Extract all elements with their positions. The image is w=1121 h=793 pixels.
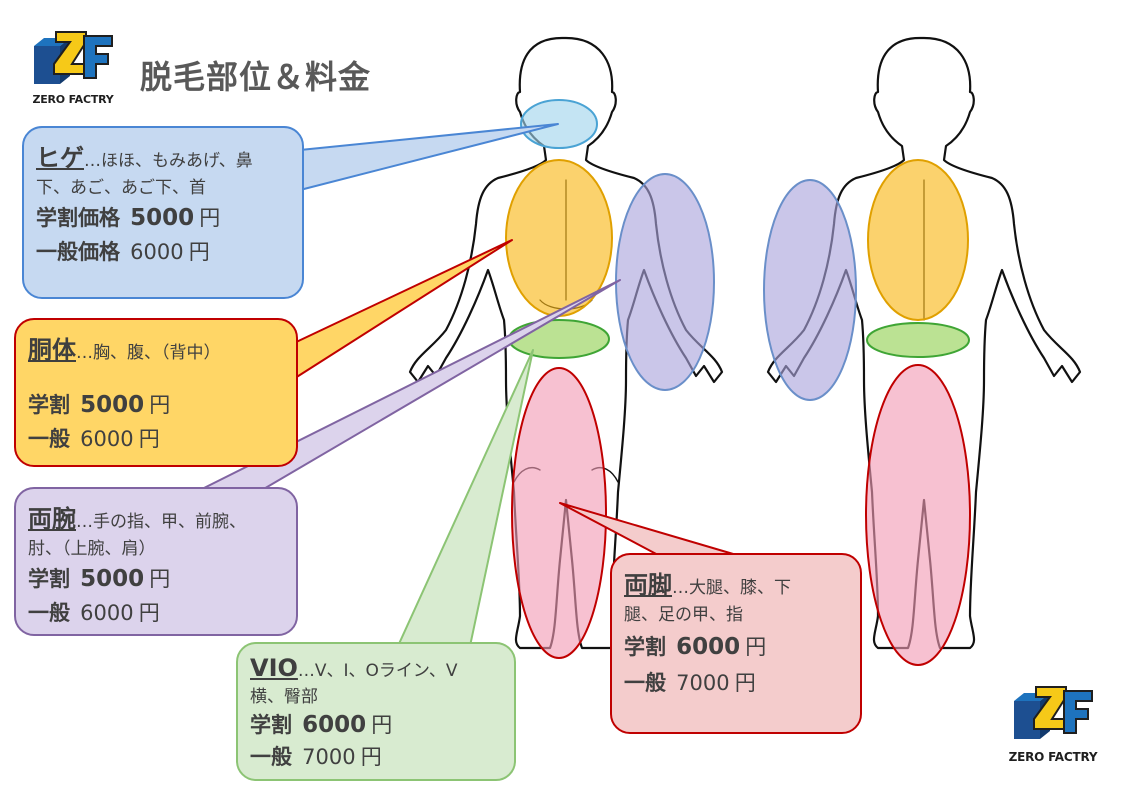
zone-legs-back — [865, 364, 971, 666]
area-desc: …大腿、膝、下 — [672, 578, 791, 598]
zf-logo-icon — [34, 31, 113, 84]
yen-unit: 円 — [745, 635, 767, 659]
zone-arm-back — [763, 179, 857, 401]
student-label: 学割 — [28, 393, 70, 417]
yen-unit: 円 — [149, 393, 171, 417]
brand-logo-bottom: ZERO FACTRY — [1000, 680, 1106, 764]
general-price: 6000 — [80, 601, 134, 625]
zone-vio-back — [866, 322, 970, 358]
treatment-zones — [505, 99, 971, 666]
student-price: 6000 — [676, 634, 741, 660]
area-desc-cont: 肘、（上腕、肩） — [28, 539, 156, 559]
general-price: 6000 — [80, 427, 134, 451]
yen-unit: 円 — [360, 745, 382, 769]
yen-unit: 円 — [138, 427, 160, 451]
student-price: 5000 — [130, 205, 195, 231]
brand-logo-top: ZERO FACTRY — [20, 26, 126, 106]
zone-torso-back — [867, 159, 969, 321]
area-desc: …胸、腹、（背中） — [76, 343, 221, 363]
general-price: 6000 — [130, 240, 184, 264]
general-label: 一般 — [28, 601, 70, 625]
general-label: 一般価格 — [36, 240, 120, 264]
area-name: 胴体 — [28, 336, 76, 364]
yen-unit: 円 — [149, 567, 171, 591]
zf-logo-icon — [1014, 686, 1093, 739]
student-label: 学割 — [250, 713, 292, 737]
callout-torso: 胴体…胸、腹、（背中） 学割 5000 円 一般 6000 円 — [14, 318, 298, 467]
area-desc-cont: 横、臀部 — [250, 687, 318, 707]
area-desc: …ほほ、もみあげ、鼻 — [84, 151, 253, 171]
student-label: 学割 — [28, 567, 70, 591]
yen-unit: 円 — [371, 713, 393, 737]
zone-arm-front — [615, 173, 715, 391]
area-name: 両脚 — [624, 571, 672, 599]
area-name: ヒゲ — [36, 144, 84, 172]
brand-wordmark: ZERO FACTRY — [1008, 750, 1098, 764]
student-price: 5000 — [80, 566, 145, 592]
brand-wordmark: ZERO FACTRY — [32, 93, 114, 106]
general-label: 一般 — [28, 427, 70, 451]
area-desc: …V、I、Oライン、V — [297, 661, 458, 681]
yen-unit: 円 — [138, 601, 160, 625]
area-name: 両腕 — [28, 505, 76, 533]
general-price: 7000 — [676, 671, 730, 695]
yen-unit: 円 — [734, 671, 756, 695]
student-price: 5000 — [80, 392, 145, 418]
yen-unit: 円 — [199, 206, 221, 230]
callout-vio: VIO…V、I、Oライン、V 横、臀部 学割 6000 円 一般 7000 円 — [236, 642, 516, 781]
area-desc: …手の指、甲、前腕、 — [76, 512, 246, 532]
callout-legs: 両脚…大腿、膝、下 腿、足の甲、指 学割 6000 円 一般 7000 円 — [610, 553, 862, 734]
yen-unit: 円 — [188, 240, 210, 264]
student-label: 学割 — [624, 635, 666, 659]
general-price: 7000 — [302, 745, 356, 769]
student-price: 6000 — [302, 712, 367, 738]
callout-arms: 両腕…手の指、甲、前腕、 肘、（上腕、肩） 学割 5000 円 一般 6000 … — [14, 487, 298, 636]
zone-legs-front — [511, 367, 607, 659]
callout-tail-beard — [299, 123, 559, 191]
student-label: 学割価格 — [36, 206, 120, 230]
area-name: VIO — [250, 654, 298, 682]
area-desc-cont: 下、あご、あご下、首 — [36, 178, 206, 198]
general-label: 一般 — [250, 745, 292, 769]
general-label: 一般 — [624, 671, 666, 695]
callout-beard: ヒゲ…ほほ、もみあげ、鼻 下、あご、あご下、首 学割価格 5000 円 一般価格… — [22, 126, 304, 299]
area-desc-cont: 腿、足の甲、指 — [624, 605, 743, 625]
zone-vio-front — [508, 319, 610, 359]
page-title: 脱毛部位＆料金 — [140, 58, 372, 96]
